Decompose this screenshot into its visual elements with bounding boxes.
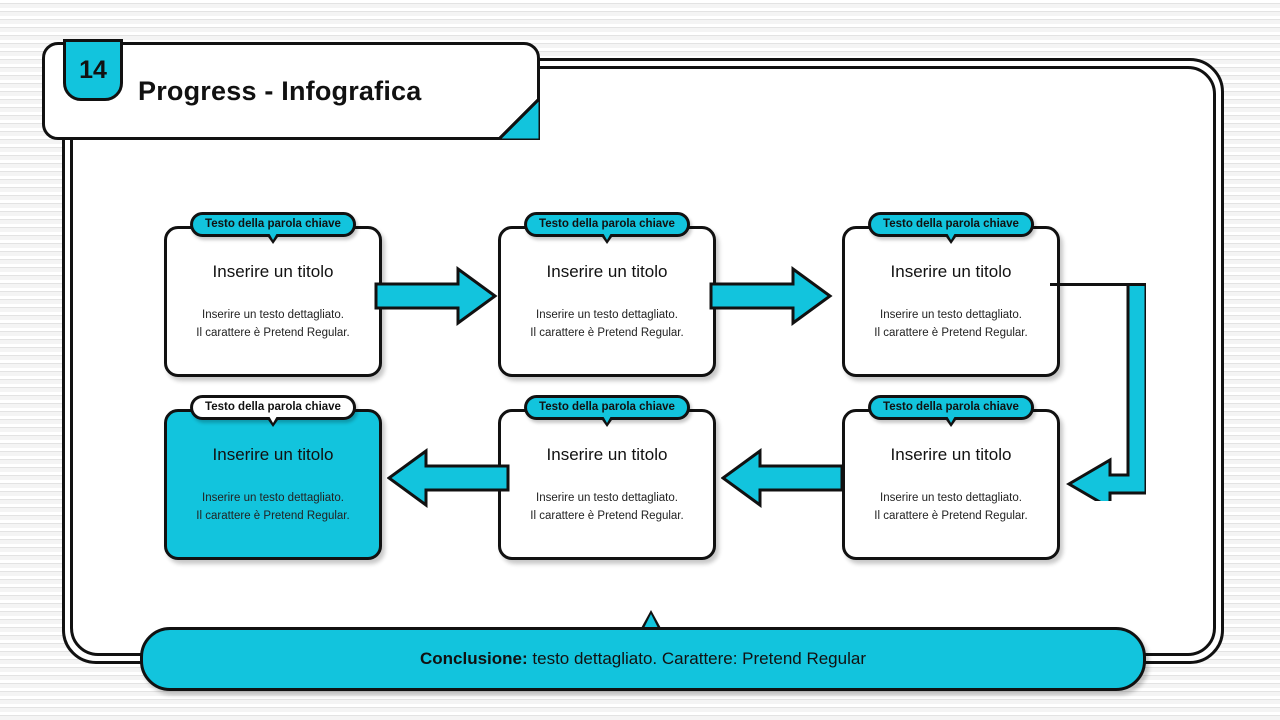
- badge-pointer-icon: [944, 233, 958, 244]
- process-card-4-title: Inserire un titolo: [890, 445, 1012, 464]
- slide-number-text: 14: [79, 55, 107, 84]
- process-card-5-badge: Testo della parola chiave: [524, 395, 690, 427]
- badge-pointer-icon: [600, 233, 614, 244]
- process-card-1-line1: Inserire un testo dettagliato.: [202, 309, 344, 321]
- process-card-6-title: Inserire un titolo: [212, 445, 334, 464]
- conclusion-label-bold: Conclusione:: [420, 649, 528, 668]
- process-card-6-body: Inserire un testo dettagliato. Il caratt…: [167, 489, 379, 525]
- process-card-5-body: Inserire un testo dettagliato. Il caratt…: [501, 489, 713, 525]
- slide-number-badge: 14: [63, 39, 123, 101]
- process-card-6-line1: Inserire un testo dettagliato.: [202, 492, 344, 504]
- conclusion-pointer-icon: [640, 610, 662, 630]
- process-card-4-line1: Inserire un testo dettagliato.: [880, 492, 1022, 504]
- process-card-4-line2: Il carattere è Pretend Regular.: [874, 510, 1028, 522]
- arrow-card5-to-card6-icon: [387, 448, 511, 508]
- process-card-3-title: Inserire un titolo: [890, 262, 1012, 281]
- arrow-card2-to-card3-icon: [709, 266, 833, 326]
- process-card-5-title: Inserire un titolo: [546, 445, 668, 464]
- process-card-3-body: Inserire un testo dettagliato. Il caratt…: [845, 306, 1057, 342]
- badge-label: Testo della parola chiave: [205, 401, 341, 413]
- badge-label: Testo della parola chiave: [539, 401, 675, 413]
- process-card-2-body: Inserire un testo dettagliato. Il caratt…: [501, 306, 713, 342]
- process-card-1-body: Inserire un testo dettagliato. Il caratt…: [167, 306, 379, 342]
- arrow-card3-to-card4-wrap-icon: [1050, 279, 1146, 501]
- process-card-3[interactable]: Testo della parola chiave Inserire un ti…: [842, 212, 1060, 377]
- conclusion-banner: Conclusione: testo dettagliato. Caratter…: [140, 627, 1146, 691]
- badge-label: Testo della parola chiave: [539, 218, 675, 230]
- process-card-3-badge: Testo della parola chiave: [868, 212, 1034, 244]
- process-card-1[interactable]: Testo della parola chiave Inserire un ti…: [164, 212, 382, 377]
- process-card-3-line1: Inserire un testo dettagliato.: [880, 309, 1022, 321]
- page-title: Progress - Infografica: [138, 75, 422, 106]
- arrow-card1-to-card2-icon: [374, 266, 498, 326]
- process-card-1-title: Inserire un titolo: [212, 262, 334, 281]
- process-card-6[interactable]: Testo della parola chiave Inserire un ti…: [164, 395, 382, 560]
- badge-pointer-icon: [600, 416, 614, 427]
- process-card-2-title: Inserire un titolo: [546, 262, 668, 281]
- process-card-4-body: Inserire un testo dettagliato. Il caratt…: [845, 489, 1057, 525]
- badge-label: Testo della parola chiave: [205, 218, 341, 230]
- process-card-5-line2: Il carattere è Pretend Regular.: [530, 510, 684, 522]
- process-card-3-line2: Il carattere è Pretend Regular.: [874, 327, 1028, 339]
- process-card-2-line2: Il carattere è Pretend Regular.: [530, 327, 684, 339]
- process-card-1-badge: Testo della parola chiave: [190, 212, 356, 244]
- process-card-1-line2: Il carattere è Pretend Regular.: [196, 327, 350, 339]
- process-card-2-line1: Inserire un testo dettagliato.: [536, 309, 678, 321]
- badge-label: Testo della parola chiave: [883, 218, 1019, 230]
- conclusion-label-rest: testo dettagliato. Carattere: Pretend Re…: [527, 649, 866, 668]
- process-card-6-line2: Il carattere è Pretend Regular.: [196, 510, 350, 522]
- slide-title-card: 14 Progress - Infografica: [42, 39, 540, 140]
- process-card-6-badge: Testo della parola chiave: [190, 395, 356, 427]
- badge-pointer-icon: [944, 416, 958, 427]
- process-card-4-badge: Testo della parola chiave: [868, 395, 1034, 427]
- process-card-5[interactable]: Testo della parola chiave Inserire un ti…: [498, 395, 716, 560]
- process-card-2[interactable]: Testo della parola chiave Inserire un ti…: [498, 212, 716, 377]
- badge-pointer-icon: [266, 416, 280, 427]
- badge-pointer-icon: [266, 233, 280, 244]
- badge-label: Testo della parola chiave: [883, 401, 1019, 413]
- process-card-5-line1: Inserire un testo dettagliato.: [536, 492, 678, 504]
- folded-corner-icon: [498, 98, 540, 140]
- process-card-2-badge: Testo della parola chiave: [524, 212, 690, 244]
- arrow-card4-to-card5-icon: [721, 448, 845, 508]
- process-card-4[interactable]: Testo della parola chiave Inserire un ti…: [842, 395, 1060, 560]
